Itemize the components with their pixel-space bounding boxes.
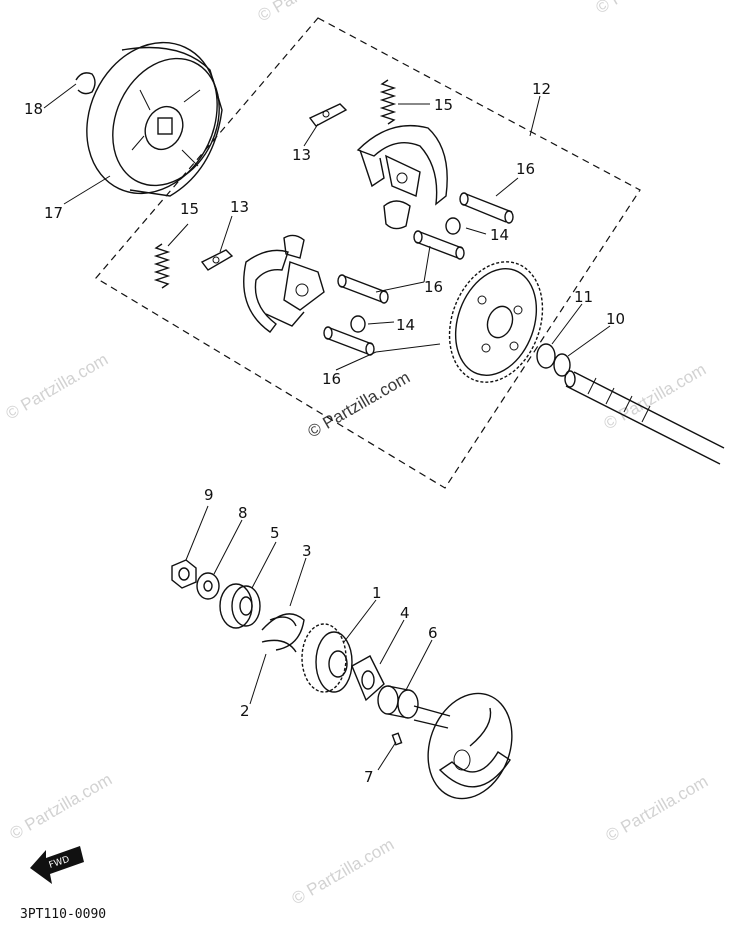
callout-6: 6 [428,624,438,642]
washer-8 [196,572,220,600]
watermark-center: © Partzilla.com [305,368,414,442]
bushing-5 [219,583,261,629]
drive-gear-1 [301,623,353,693]
assembly-boundary-12 [95,17,641,489]
callout-15-upper: 15 [434,96,453,114]
washer-14-upper [445,217,461,235]
watermark-top-center: © Partzilla.com [255,0,364,25]
collar-6 [377,685,419,719]
clutch-housing-drum [86,41,223,197]
callout-11: 11 [574,288,593,306]
watermark-bottom-left: © Partzilla.com [7,770,116,844]
clutch-driven-gear [448,261,544,383]
callout-1: 1 [372,584,382,602]
callout-13-lower: 13 [230,198,249,216]
clutch-shoe-lower [243,234,325,333]
callout-10: 10 [606,310,625,328]
primary-weight-shaft [413,692,513,800]
shoe-plate-lower [200,249,234,271]
drive-shaft [564,370,725,465]
key-7 [391,732,403,746]
callout-3: 3 [302,542,312,560]
callout-16-middle: 16 [424,278,443,296]
callout-13-upper: 13 [292,146,311,164]
clip-10 [553,353,571,377]
watermark-mid-left: © Partzilla.com [3,350,112,424]
pivot-pin-right-lower [413,230,465,260]
callout-12: 12 [532,80,551,98]
clip-2 [261,639,297,653]
watermark-top-right: © Partzilla.com [593,0,702,17]
plate-4 [351,655,385,702]
pivot-pin-left-upper [337,274,389,304]
callout-14-lower: 14 [396,316,415,334]
callout-9: 9 [204,486,214,504]
callout-8: 8 [238,504,248,522]
callout-18: 18 [24,100,43,118]
callout-16-upper: 16 [516,160,535,178]
callout-7: 7 [364,768,374,786]
callout-labels: 18 17 12 15 13 16 14 16 14 16 15 13 11 1… [24,80,625,786]
callout-4: 4 [400,604,410,622]
washer-14-lower [350,315,366,333]
pivot-pin-left-lower [323,326,375,356]
callout-2: 2 [240,702,250,720]
shoe-spring-upper [379,79,397,125]
watermark-mid-right: © Partzilla.com [601,360,710,434]
clutch-shoe-upper [356,124,448,230]
watermark-bottom-center: © Partzilla.com [289,835,398,909]
callout-14-upper: 14 [490,226,509,244]
callout-15-lower: 15 [180,200,199,218]
forward-direction-badge: FWD [30,846,84,884]
diagram-code: 3PT110-0090 [20,907,106,922]
spring-clip-3 [261,613,305,651]
watermark-bottom-right: © Partzilla.com [603,772,712,846]
circlip [75,72,96,95]
washer-11 [536,343,556,369]
watermark-layer: © Partzilla.com © Partzilla.com © Partzi… [3,0,712,908]
callout-5: 5 [270,524,280,542]
callout-17: 17 [44,204,63,222]
arrow-left-icon [30,846,84,884]
callout-16-lower: 16 [322,370,341,388]
pivot-pin-right-upper [459,192,514,224]
shoe-plate-upper [308,103,348,127]
leader-lines [43,83,611,771]
shoe-spring-lower [153,243,171,289]
nut-9 [171,559,197,589]
